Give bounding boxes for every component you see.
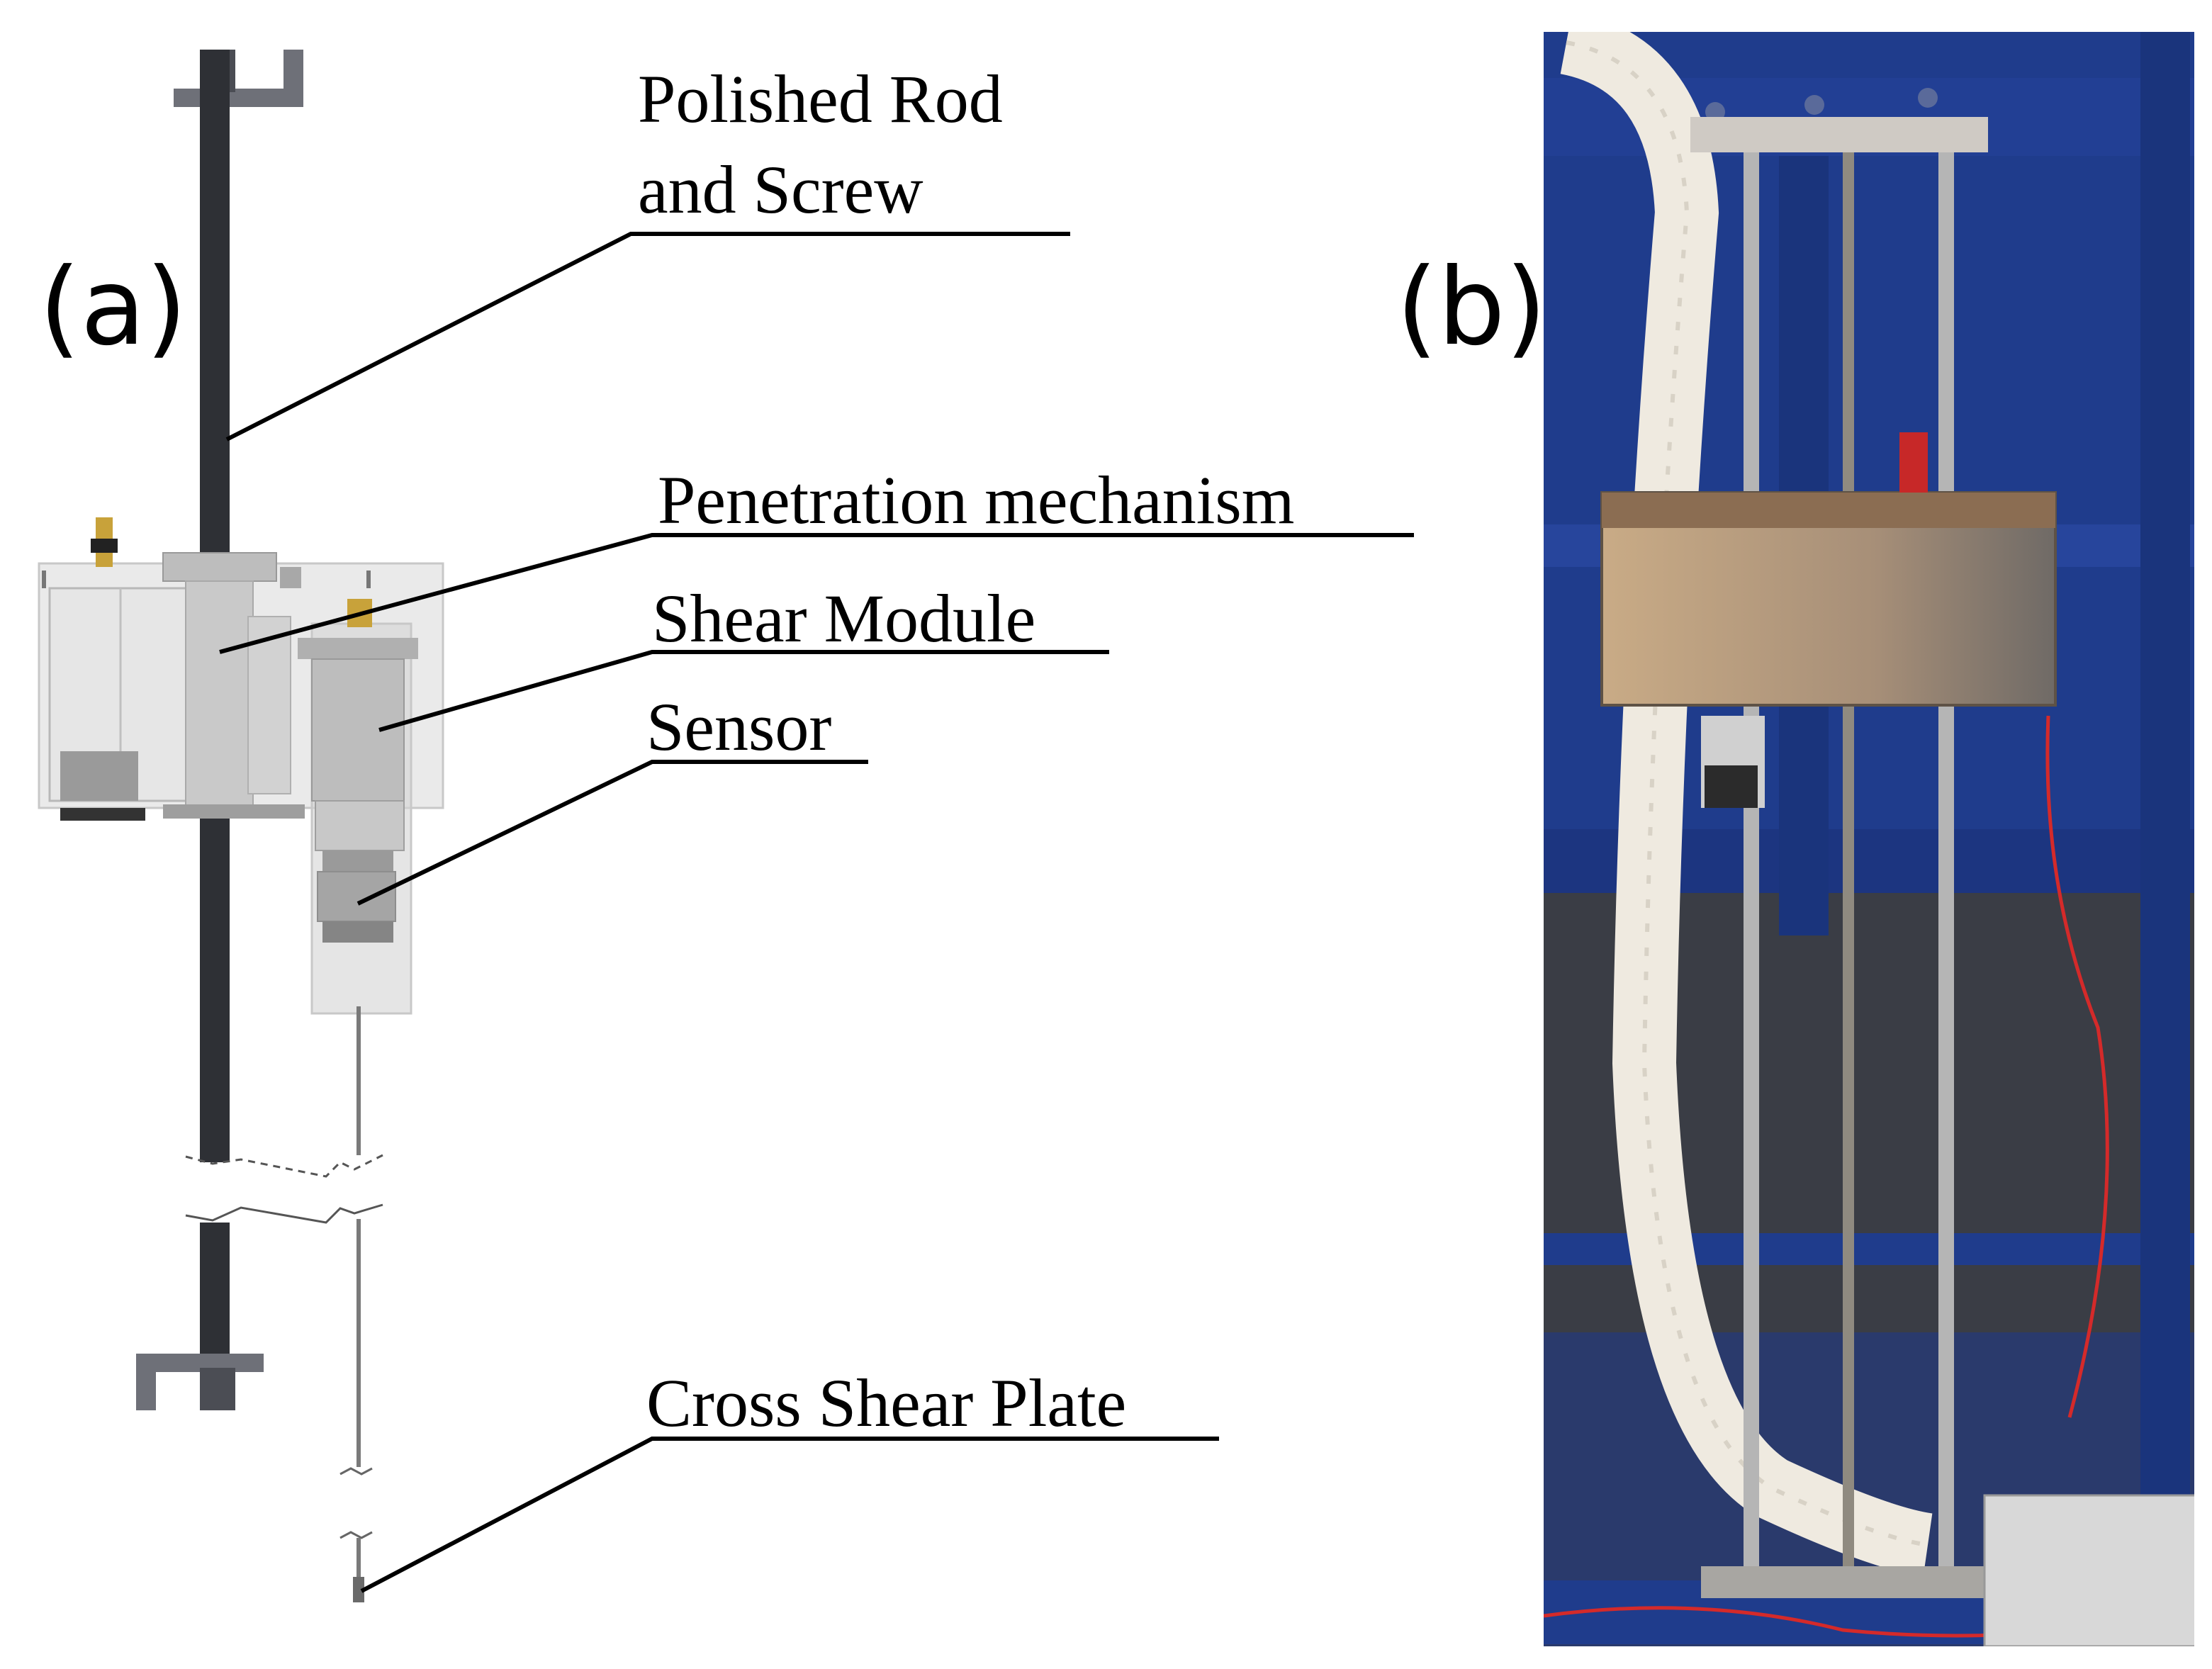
- callout-penetration: Penetration mechanism: [658, 462, 1294, 538]
- shear-module-assembly: [298, 599, 418, 1015]
- top-bracket: [174, 50, 303, 107]
- callout-shear-module: Shear Module: [652, 580, 1035, 656]
- callout-polished-rod-line1: Polished Rod: [638, 61, 1003, 137]
- callout-polished-rod-line2: and Screw: [638, 152, 923, 227]
- leader-lines: [219, 232, 1414, 1593]
- cross-shear-plate-shape: [353, 1577, 364, 1602]
- panel-b-photo: [1544, 32, 2194, 1646]
- callout-sensor: Sensor: [646, 689, 831, 765]
- leader-penetration: [219, 533, 1414, 654]
- leader-sensor: [356, 760, 868, 906]
- shear-rod: [339, 1006, 373, 1577]
- rod-break-upper: [185, 1154, 383, 1178]
- panel-a-cad-drawing: Polished Rod and Screw Penetration mecha…: [38, 50, 1414, 1602]
- leader-polished-rod: [225, 232, 1070, 442]
- callout-cross-shear-plate: Cross Shear Plate: [646, 1365, 1126, 1441]
- leader-shear-module: [378, 650, 1109, 732]
- leader-cross-shear-plate: [360, 1437, 1219, 1593]
- panel-a-label: (a): [39, 246, 187, 369]
- rod-break-lower: [185, 1203, 383, 1224]
- panel-b-label: (b): [1396, 246, 1546, 369]
- bottom-bracket: [136, 1354, 264, 1410]
